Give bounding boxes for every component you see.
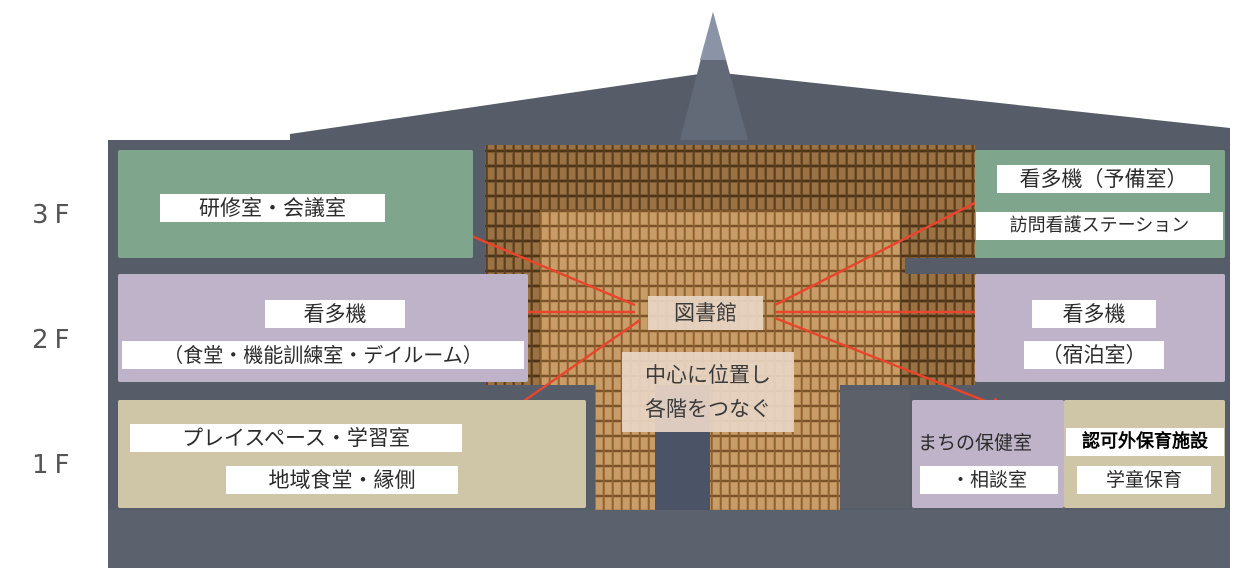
library-note-line2: 各階をつなぐ [645,397,771,421]
ground-base [108,510,1230,568]
floor-label-3f: 3F [32,200,76,230]
label-1f-community-dining: 地域食堂・縁側 [226,466,458,494]
roof-spire [680,12,748,140]
roof [290,72,1230,140]
floor-label-1f: 1F [32,450,76,480]
label-2f-kantaki: 看多機 [265,300,405,328]
library-label: 図書館 [648,296,763,330]
label-1f-play-study: プレイスペース・学習室 [130,424,462,452]
label-1f-after-school: 学童保育 [1077,466,1211,494]
label-3f-kantaki-spare: 看多機（予備室） [997,165,1210,193]
label-3f-home-nursing: 訪問看護ステーション [976,212,1223,240]
label-2f-stay-room: （宿泊室） [1024,341,1164,369]
label-2f-dining-training: （食堂・機能訓練室・デイルーム） [122,341,524,369]
library-note: 中心に位置し 各階をつなぐ [622,352,794,432]
label-1f-childcare: 認可外保育施設 [1066,428,1224,456]
label-1f-health-room: まちの保健室 [918,432,1033,454]
label-2f-kantaki-right: 看多機 [1032,300,1156,328]
arrow-1f-right [774,316,1006,411]
floor-label-2f: 2F [32,325,76,355]
label-1f-consultation: ・相談室 [920,466,1058,494]
label-3f-training-meeting: 研修室・会議室 [160,194,385,222]
arrow-3f-right [774,188,1003,307]
library-note-line1: 中心に位置し [645,363,771,387]
